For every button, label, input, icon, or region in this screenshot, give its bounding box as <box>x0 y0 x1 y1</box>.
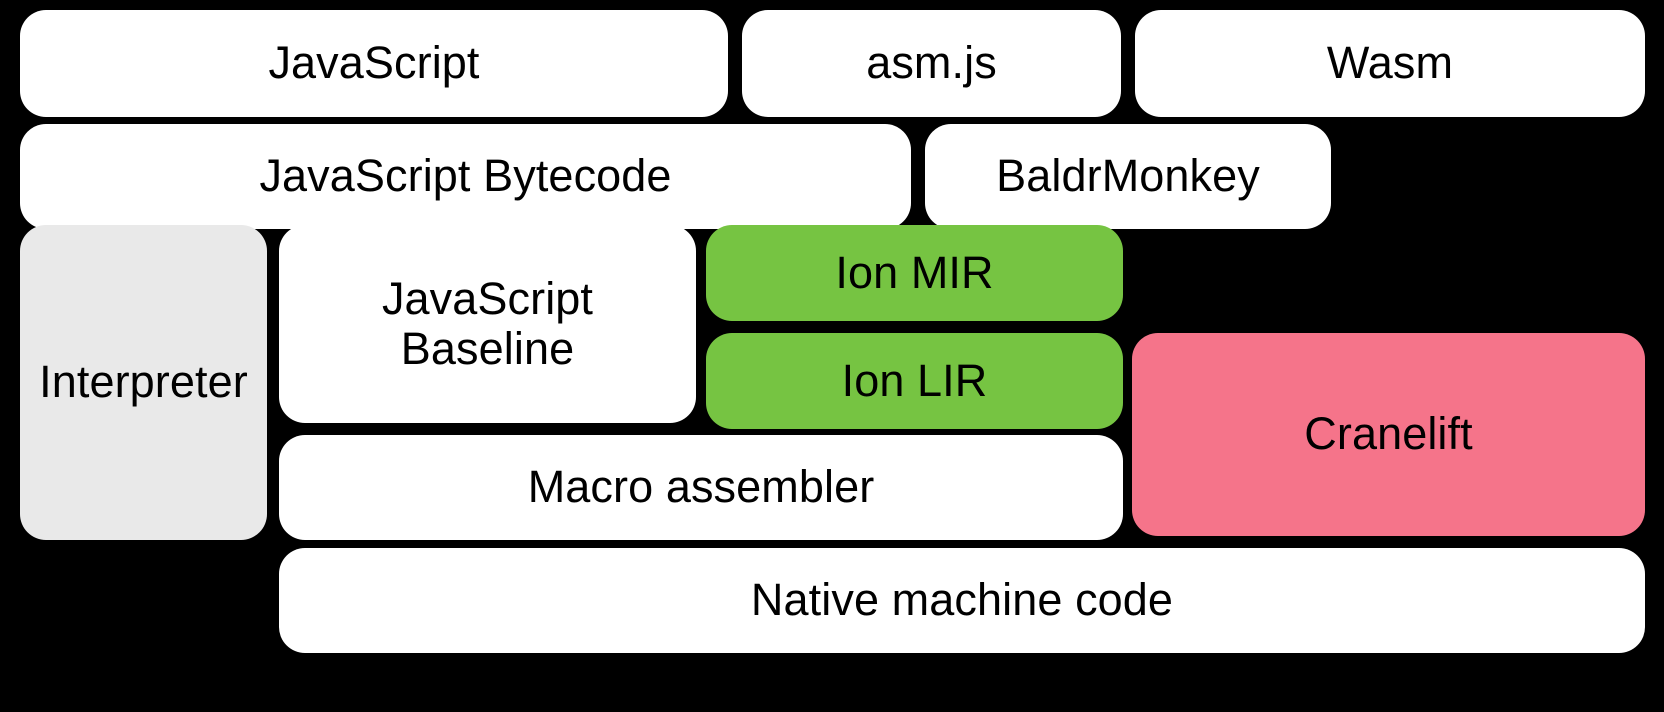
node-javascript[interactable]: JavaScript <box>20 10 728 117</box>
node-javascript-label: JavaScript <box>268 37 480 89</box>
node-cranelift[interactable]: Cranelift <box>1132 333 1645 536</box>
node-native-machine-code[interactable]: Native machine code <box>279 548 1645 653</box>
node-interpreter-label: Interpreter <box>39 356 248 408</box>
node-baldrmonkey-label: BaldrMonkey <box>996 150 1260 202</box>
node-native-machine-code-label: Native machine code <box>750 574 1174 626</box>
node-wasm[interactable]: Wasm <box>1135 10 1645 117</box>
node-ion-mir-label: Ion MIR <box>835 246 994 298</box>
node-wasm-label: Wasm <box>1326 37 1454 89</box>
node-baldrmonkey[interactable]: BaldrMonkey <box>925 124 1331 229</box>
node-javascript-bytecode[interactable]: JavaScript Bytecode <box>20 124 911 229</box>
node-javascript-baseline[interactable]: JavaScript Baseline <box>279 225 696 423</box>
node-ion-lir[interactable]: Ion LIR <box>706 333 1123 429</box>
node-ion-mir[interactable]: Ion MIR <box>706 225 1123 321</box>
node-asmjs-label: asm.js <box>866 37 997 89</box>
node-interpreter[interactable]: Interpreter <box>20 225 267 540</box>
node-asmjs[interactable]: asm.js <box>742 10 1121 117</box>
node-javascript-baseline-label: JavaScript Baseline <box>381 272 594 374</box>
node-ion-lir-label: Ion LIR <box>841 354 988 406</box>
node-macro-assembler[interactable]: Macro assembler <box>279 435 1123 540</box>
node-cranelift-label: Cranelift <box>1304 408 1473 460</box>
node-javascript-bytecode-label: JavaScript Bytecode <box>259 150 672 202</box>
node-macro-assembler-label: Macro assembler <box>527 461 875 513</box>
